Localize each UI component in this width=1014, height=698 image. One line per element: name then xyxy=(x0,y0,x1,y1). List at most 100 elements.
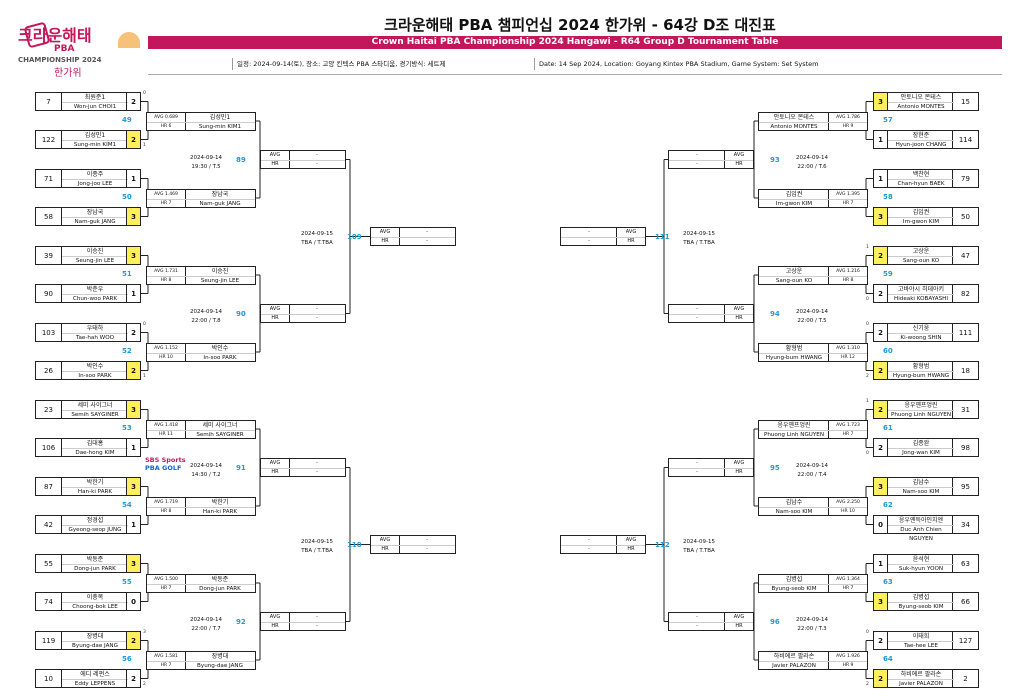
match-date: 2024-09-14 xyxy=(190,462,222,469)
high-run-stat: HR 8 xyxy=(160,277,172,283)
player-name-english: Byung-seob KIM xyxy=(888,602,954,612)
event-logo: 크라운해태 PBA CHAMPIONSHIP 2024 한가위 xyxy=(18,22,146,82)
player-name-korean: 김성민1 xyxy=(84,132,106,139)
pending-value: - xyxy=(696,623,698,629)
avg-label: AVG xyxy=(371,536,400,546)
player-name-korean: 에디 레펀스 xyxy=(80,671,110,678)
seed-number: 58 xyxy=(36,208,62,225)
match-date: 2024-09-15 xyxy=(683,538,715,545)
set-score: 0 xyxy=(126,593,140,610)
info-english: Date: 14 Sep 2024, Location: Goyang Kint… xyxy=(534,58,819,70)
match-schedule: 2024-09-14 14:30 / T.2 xyxy=(176,462,236,480)
seed-number: 34 xyxy=(952,516,978,533)
player-name-korean: 김임권 xyxy=(912,209,930,216)
pending-value: - xyxy=(669,459,725,469)
tiebreak-score: 0 xyxy=(866,297,869,302)
hr-label: HR xyxy=(371,237,400,246)
pending-value: - xyxy=(669,613,725,623)
player-name-korean: 박동준 xyxy=(211,575,229,583)
seed-number: 55 xyxy=(36,555,62,572)
avg-label: AVG xyxy=(724,459,753,469)
avg-label: AVG xyxy=(724,151,753,161)
player-name-english: Hyung-bum HWANG xyxy=(888,371,954,381)
seed-number: 122 xyxy=(36,131,62,148)
player-name-english: Nam-guk JANG xyxy=(62,217,128,227)
player-name-english: Nam-guk JANG xyxy=(185,198,255,209)
match-time-table: TBA / T.TBA xyxy=(301,239,333,246)
tiebreak-score: 0 xyxy=(143,322,146,327)
match-number: 51 xyxy=(122,269,132,278)
player-name-english: Ki-woong SHIN xyxy=(888,333,954,343)
pending-value: - xyxy=(316,315,318,321)
pending-value: - xyxy=(561,536,617,546)
seed-number: 98 xyxy=(952,439,978,456)
match-number: 53 xyxy=(122,423,132,432)
pending-value: - xyxy=(399,228,455,238)
seed-number: 47 xyxy=(952,247,978,264)
hr-label: HR xyxy=(261,622,290,631)
player-name-korean: 고상운 xyxy=(785,267,803,275)
average-stat: AVG 2.250 xyxy=(829,498,867,508)
seed-number: 127 xyxy=(952,632,978,649)
high-run-stat: HR 7 xyxy=(842,200,854,206)
set-score: 3 xyxy=(874,593,888,610)
match-time-table: TBA / T.TBA xyxy=(301,547,333,554)
player-name-english: Gyeong-seop JUNG xyxy=(62,525,128,535)
player-name-english: Byung-seob KIM xyxy=(759,583,829,594)
match-time-table: 14:30 / T.2 xyxy=(191,471,221,478)
player-name-korean: 장남국 xyxy=(211,190,229,198)
player-name-korean: 고상운 xyxy=(912,248,930,255)
player-name-korean: 응우옌프엉린 xyxy=(777,421,811,429)
average-stat: AVG 1.216 xyxy=(829,267,867,277)
tiebreak-score: 1 xyxy=(866,245,869,250)
hr-label: HR xyxy=(261,160,290,169)
avg-label: AVG xyxy=(616,536,645,546)
hr-label: HR xyxy=(724,622,753,631)
player-name-english: Dong-jun PARK xyxy=(62,564,128,574)
seed-number: 23 xyxy=(36,401,62,418)
hr-label: HR xyxy=(371,545,400,554)
match-date: 2024-09-15 xyxy=(301,538,333,545)
average-stat: AVG 1.364 xyxy=(829,575,867,585)
player-name-english: Dae-hong KIM xyxy=(62,448,128,458)
player-name-korean: 이충복 xyxy=(86,594,104,601)
seed-number: 74 xyxy=(36,593,62,610)
seed-number: 26 xyxy=(36,362,62,379)
average-stat: AVG 1.581 xyxy=(147,652,185,662)
pending-value: - xyxy=(696,161,698,167)
average-stat: AVG 1.926 xyxy=(829,652,867,662)
high-run-stat: HR 10 xyxy=(159,354,173,360)
player-name-korean: 박춘우 xyxy=(86,286,104,293)
player-name-english: Byung-dae JANG xyxy=(62,641,128,651)
high-run-stat: HR 7 xyxy=(842,431,854,437)
pending-value: - xyxy=(588,546,590,552)
player-name-english: Jong-wan KIM xyxy=(888,448,954,458)
player-name-korean: 정경섭 xyxy=(86,517,104,524)
set-score: 2 xyxy=(126,362,140,379)
info-korean: 일정: 2024-09-14(토), 장소: 고양 킨텍스 PBA 스타디움, … xyxy=(232,58,445,70)
